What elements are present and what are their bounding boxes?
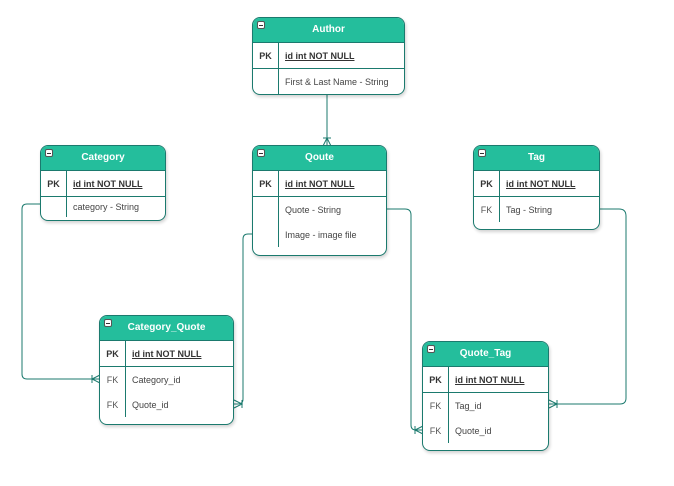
entity-author[interactable]: Author PK id int NOT NULL First & Last N… xyxy=(252,17,405,95)
entity-header[interactable]: Qoute xyxy=(253,146,386,171)
fk-label: FK xyxy=(100,367,126,392)
pk-row[interactable]: PK id int NOT NULL xyxy=(253,171,386,197)
field-name: Quote_id xyxy=(132,399,169,410)
entity-title: Author xyxy=(312,24,345,35)
field-name: First & Last Name - String xyxy=(285,76,389,87)
pk-label: PK xyxy=(253,171,279,196)
field-row[interactable]: FK Tag - String xyxy=(474,197,599,222)
collapse-icon[interactable] xyxy=(257,149,265,157)
pk-row[interactable]: PK id int NOT NULL xyxy=(100,341,233,367)
key-label xyxy=(253,197,278,222)
fk-label: FK xyxy=(423,418,449,443)
field-list: Quote - String Image - image file xyxy=(253,197,386,247)
field-row[interactable]: Quote - String xyxy=(279,197,386,222)
field-row[interactable]: FK Quote_id xyxy=(100,392,233,417)
field-row[interactable]: FK Category_id xyxy=(100,367,233,392)
field-row[interactable]: Image - image file xyxy=(279,222,386,247)
entity-title: Category_Quote xyxy=(127,322,206,333)
connector-quote-category-quote xyxy=(234,233,252,405)
entity-category[interactable]: Category PK id int NOT NULL category - S… xyxy=(40,145,166,221)
key-label xyxy=(253,222,278,247)
field-name: Quote_id xyxy=(455,425,492,436)
entity-header[interactable]: Author xyxy=(253,18,404,43)
collapse-icon[interactable] xyxy=(45,149,53,157)
pk-row[interactable]: PK id int NOT NULL xyxy=(423,367,548,393)
entity-tag[interactable]: Tag PK id int NOT NULL FK Tag - String xyxy=(473,145,600,230)
key-column xyxy=(253,197,279,247)
crowfoot-quote-category-quote xyxy=(233,399,244,409)
entity-quote[interactable]: Qoute PK id int NOT NULL Quote - String … xyxy=(252,145,387,256)
pk-label: PK xyxy=(474,171,500,196)
pk-field: id int NOT NULL xyxy=(132,348,202,359)
field-row[interactable]: FK Quote_id xyxy=(423,418,548,443)
value-column: Quote - String Image - image file xyxy=(279,197,386,247)
connector-tag-quote-tag xyxy=(549,208,627,405)
fk-label: FK xyxy=(474,197,500,222)
collapse-icon[interactable] xyxy=(427,345,435,353)
pk-field: id int NOT NULL xyxy=(285,50,355,61)
entity-header[interactable]: Category xyxy=(41,146,165,171)
collapse-icon[interactable] xyxy=(478,149,486,157)
crowfoot-quote-quote-tag xyxy=(413,425,424,435)
entity-title: Qoute xyxy=(305,152,334,163)
field-row[interactable]: FK Tag_id xyxy=(423,393,548,418)
fk-label: FK xyxy=(100,392,126,417)
field-name: category - String xyxy=(73,202,140,212)
collapse-icon[interactable] xyxy=(104,319,112,327)
key-label xyxy=(41,197,67,217)
pk-field: id int NOT NULL xyxy=(455,374,525,385)
field-name: Image - image file xyxy=(285,229,357,240)
pk-field: id int NOT NULL xyxy=(285,178,355,189)
pk-row[interactable]: PK id int NOT NULL xyxy=(474,171,599,197)
entity-category-quote[interactable]: Category_Quote PK id int NOT NULL FK Cat… xyxy=(99,315,234,425)
pk-field: id int NOT NULL xyxy=(506,178,576,189)
pk-field: id int NOT NULL xyxy=(73,178,143,189)
entity-header[interactable]: Tag xyxy=(474,146,599,171)
field-name: Quote - String xyxy=(285,204,342,215)
crowfoot-author-quote xyxy=(322,136,332,147)
key-label xyxy=(253,69,279,94)
pk-label: PK xyxy=(41,171,67,196)
pk-row[interactable]: PK id int NOT NULL xyxy=(253,43,404,69)
collapse-icon[interactable] xyxy=(257,21,265,29)
entity-header[interactable]: Category_Quote xyxy=(100,316,233,341)
entity-title: Tag xyxy=(527,152,546,163)
crowfoot-tag-quote-tag xyxy=(548,399,559,409)
fk-label: FK xyxy=(423,393,449,418)
connector-category-category-quote xyxy=(21,203,100,380)
pk-row[interactable]: PK id int NOT NULL xyxy=(41,171,165,197)
entity-title: Quote_Tag xyxy=(459,348,512,359)
pk-label: PK xyxy=(253,43,279,68)
field-name: Tag_id xyxy=(455,400,482,411)
connector-quote-quote-tag xyxy=(387,208,423,431)
entity-header[interactable]: Quote_Tag xyxy=(423,342,548,367)
pk-label: PK xyxy=(100,341,126,366)
field-row[interactable]: category - String xyxy=(41,197,165,217)
entity-quote-tag[interactable]: Quote_Tag PK id int NOT NULL FK Tag_id F… xyxy=(422,341,549,451)
crowfoot-category-category-quote xyxy=(90,374,101,384)
pk-label: PK xyxy=(423,367,449,392)
field-row[interactable]: First & Last Name - String xyxy=(253,69,404,94)
entity-title: Category xyxy=(81,152,125,163)
field-name: Tag - String xyxy=(506,204,553,215)
field-name: Category_id xyxy=(132,374,181,385)
